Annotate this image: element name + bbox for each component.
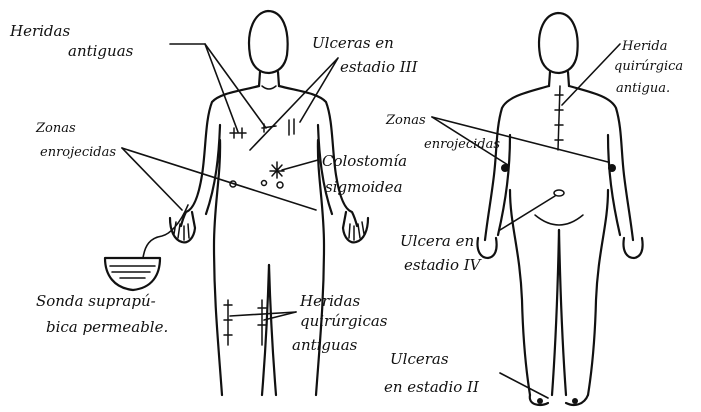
label-ulcera-iv-1: Ulcera en bbox=[400, 232, 474, 250]
label-heridas-quir-3: antiguas bbox=[292, 336, 358, 354]
label-zonas-back-1: Zonas bbox=[385, 113, 426, 128]
label-sonda-2: bica permeable. bbox=[46, 318, 168, 336]
label-ulcera-iv-2: estadio IV bbox=[404, 256, 483, 274]
label-zonas-back-2: enrojecidas bbox=[424, 137, 500, 152]
label-herida-back-1: Herida bbox=[621, 39, 667, 54]
label-ulceras-iii-1: Ulceras en bbox=[312, 34, 394, 52]
label-ulceras-iii-2: estadio III bbox=[340, 58, 419, 76]
label-zonas-front-2: enrojecidas bbox=[40, 145, 116, 160]
urine-bag-drawing bbox=[105, 205, 188, 290]
label-ulceras-ii-2: en estadio II bbox=[384, 378, 480, 396]
label-ulceras-ii-1: Ulceras bbox=[390, 350, 449, 368]
label-heridas-quir-1: Heridas bbox=[299, 292, 360, 310]
label-colostomia-2: sigmoidea bbox=[325, 178, 403, 196]
label-heridas-antiguas-1: Heridas bbox=[9, 22, 70, 40]
label-herida-back-2: quirúrgica bbox=[614, 59, 683, 74]
label-heridas-quir-2: quirúrgicas bbox=[300, 312, 388, 330]
annotation-labels: Heridas antiguas Ulceras en estadio III … bbox=[9, 22, 683, 396]
label-herida-back-3: antigua. bbox=[616, 81, 670, 96]
label-colostomia-1: Colostomía bbox=[322, 152, 407, 170]
label-heridas-antiguas-2: antiguas bbox=[68, 42, 134, 60]
label-zonas-front-1: Zonas bbox=[35, 121, 76, 136]
label-sonda-1: Sonda suprapú- bbox=[36, 292, 156, 310]
